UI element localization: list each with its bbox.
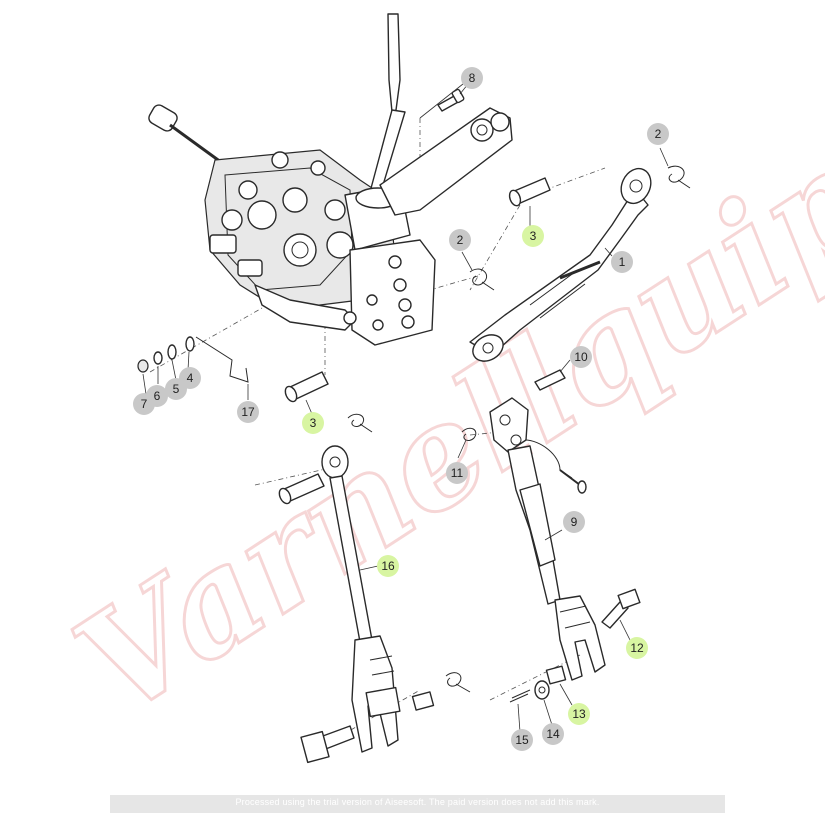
callout-5[interactable]: 5 [165, 378, 187, 400]
callout-15[interactable]: 15 [511, 729, 533, 751]
callout-13[interactable]: 13 [568, 703, 590, 725]
svg-text:4: 4 [187, 371, 194, 385]
callout-9[interactable]: 9 [563, 511, 585, 533]
svg-text:3: 3 [530, 229, 537, 243]
leader-lines [142, 79, 669, 733]
small-hardware [137, 88, 691, 764]
lift-rod-left [321, 445, 401, 753]
callout-2-top-right[interactable]: 2 [647, 123, 669, 145]
svg-text:10: 10 [574, 350, 588, 364]
footer-trial-notice: Processed using the trial version of Ais… [235, 797, 600, 807]
svg-text:2: 2 [655, 127, 662, 141]
svg-text:14: 14 [546, 727, 560, 741]
svg-text:7: 7 [141, 397, 148, 411]
svg-text:1: 1 [619, 255, 626, 269]
lift-housing-assembly [148, 13, 513, 346]
svg-text:16: 16 [381, 559, 395, 573]
callout-3-upper[interactable]: 3 [522, 225, 544, 247]
svg-text:15: 15 [515, 733, 529, 747]
svg-text:8: 8 [469, 71, 476, 85]
svg-text:2: 2 [457, 233, 464, 247]
svg-text:12: 12 [630, 641, 644, 655]
callout-1[interactable]: 1 [611, 251, 633, 273]
svg-text:17: 17 [241, 405, 255, 419]
callouts: 8 2 3 2 1 10 4 5 6 7 17 3 11 9 16 12 13 … [133, 67, 669, 751]
callout-12[interactable]: 12 [626, 637, 648, 659]
footer-band [110, 795, 725, 813]
callout-8[interactable]: 8 [461, 67, 483, 89]
callout-11[interactable]: 11 [446, 462, 468, 484]
callout-16[interactable]: 16 [377, 555, 399, 577]
svg-text:3: 3 [310, 416, 317, 430]
callout-7[interactable]: 7 [133, 393, 155, 415]
top-link-assembly [469, 167, 652, 362]
svg-text:11: 11 [451, 466, 464, 480]
lift-rod-right [489, 397, 606, 681]
callout-17[interactable]: 17 [237, 401, 259, 423]
svg-text:9: 9 [571, 515, 578, 529]
callout-14[interactable]: 14 [542, 723, 564, 745]
callout-10[interactable]: 10 [570, 346, 592, 368]
svg-text:13: 13 [572, 707, 586, 721]
callout-2-middle[interactable]: 2 [449, 229, 471, 251]
callout-3-lower[interactable]: 3 [302, 412, 324, 434]
svg-text:5: 5 [173, 382, 180, 396]
svg-text:6: 6 [154, 389, 161, 403]
